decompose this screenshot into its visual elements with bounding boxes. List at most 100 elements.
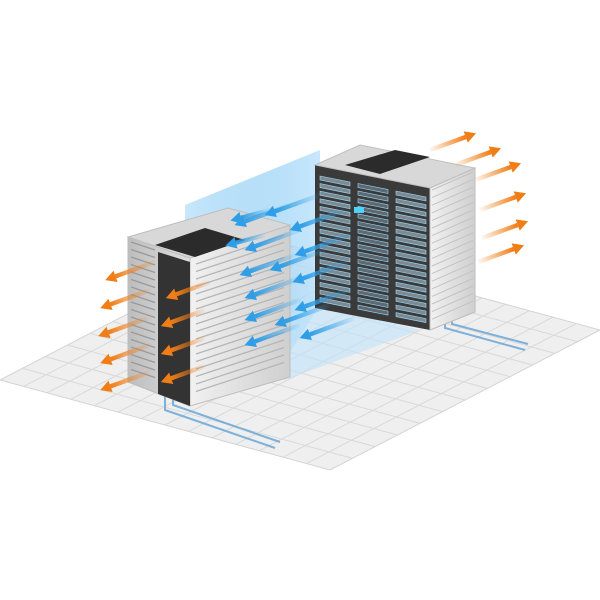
server-vent bbox=[130, 338, 156, 349]
server-unit-line bbox=[195, 354, 285, 385]
server-vent bbox=[130, 361, 156, 371]
server-unit-line bbox=[195, 249, 285, 280]
cold-air-arrow-icon bbox=[294, 287, 351, 313]
cold-air-arrow-icon bbox=[239, 252, 296, 278]
server-unit bbox=[357, 266, 389, 278]
hot-air-arrow-icon bbox=[160, 363, 206, 384]
server-unit bbox=[395, 266, 427, 278]
server-unit-line bbox=[195, 316, 285, 348]
server-unit-line bbox=[431, 285, 474, 305]
hot-air-arrow-icon bbox=[477, 243, 525, 265]
server-unit-line bbox=[431, 232, 474, 252]
in-row-cooling-unit-top bbox=[155, 228, 245, 257]
server-unit bbox=[357, 183, 389, 194]
server-unit-line bbox=[431, 179, 474, 199]
server-unit bbox=[395, 213, 427, 225]
server-unit-line bbox=[431, 262, 474, 282]
server-vent bbox=[130, 271, 156, 281]
floor-grid-line bbox=[22, 367, 353, 459]
server-unit-line bbox=[431, 247, 474, 267]
server-unit bbox=[319, 221, 351, 232]
cold-air-arrow-icon bbox=[244, 227, 301, 253]
hot-air-arrow-icon bbox=[454, 146, 502, 168]
server-unit bbox=[319, 190, 351, 202]
server-unit-line bbox=[431, 171, 474, 191]
server-unit-line bbox=[195, 324, 285, 355]
server-vent bbox=[130, 353, 156, 364]
server-vent bbox=[130, 278, 156, 289]
server-unit bbox=[357, 274, 389, 286]
server-unit-line bbox=[195, 361, 285, 393]
server-unit bbox=[395, 243, 427, 255]
cold-air-arrow-icon bbox=[230, 207, 271, 224]
hot-air-arrow-icon bbox=[160, 335, 206, 356]
server-unit bbox=[357, 221, 389, 232]
hot-air-arrow-icon bbox=[98, 315, 149, 339]
server-unit bbox=[357, 297, 389, 308]
server-unit bbox=[395, 205, 427, 217]
server-unit bbox=[357, 259, 389, 270]
server-unit bbox=[395, 289, 427, 301]
in-row-cooling-unit bbox=[158, 252, 190, 406]
server-unit bbox=[395, 312, 427, 323]
server-unit bbox=[357, 228, 389, 240]
server-vent bbox=[130, 308, 156, 319]
status-led bbox=[354, 207, 364, 213]
cold-air-arrow-icon bbox=[292, 259, 349, 285]
server-unit bbox=[395, 281, 427, 293]
server-unit bbox=[357, 236, 389, 248]
server-unit-line bbox=[195, 301, 285, 333]
server-unit bbox=[357, 190, 389, 202]
hot-air-arrow-icon bbox=[100, 369, 151, 393]
floor-grid-line bbox=[44, 356, 376, 448]
server-vent bbox=[130, 323, 156, 334]
hot-air-arrow-icon bbox=[481, 219, 529, 241]
hot-air-arrow-icon bbox=[100, 342, 151, 366]
server-unit bbox=[395, 221, 427, 232]
server-unit-line bbox=[431, 224, 474, 244]
server-unit-line bbox=[195, 309, 285, 340]
server-unit-line bbox=[431, 209, 474, 229]
server-unit-line bbox=[195, 271, 285, 303]
server-unit bbox=[395, 190, 427, 202]
cold-air-arrow-icon bbox=[244, 322, 301, 348]
rack-row-left bbox=[126, 207, 292, 407]
server-unit-line bbox=[195, 286, 285, 318]
hot-air-arrow-icon bbox=[479, 191, 527, 213]
server-unit-line bbox=[431, 186, 474, 206]
server-unit bbox=[357, 198, 389, 210]
server-unit bbox=[395, 198, 427, 209]
hot-air-arrow-icon bbox=[100, 287, 151, 311]
server-unit-line bbox=[431, 293, 474, 313]
cold-air-arrow-icon bbox=[269, 247, 326, 273]
server-unit bbox=[395, 274, 427, 285]
server-unit-line bbox=[195, 264, 285, 295]
server-unit bbox=[357, 243, 389, 255]
server-unit bbox=[357, 213, 389, 225]
server-unit-line bbox=[195, 346, 285, 378]
server-vent bbox=[130, 331, 156, 341]
server-unit-line bbox=[431, 270, 474, 290]
hot-air-arrow-icon bbox=[165, 279, 211, 300]
server-unit bbox=[319, 282, 351, 293]
server-unit bbox=[395, 259, 427, 270]
server-unit-line bbox=[195, 339, 285, 370]
server-unit-line bbox=[431, 277, 474, 297]
hot-air-arrow-icon bbox=[429, 131, 477, 153]
server-unit bbox=[319, 251, 351, 263]
cold-air-arrow-icon bbox=[274, 302, 331, 328]
server-vent bbox=[130, 248, 156, 259]
cold-air-arrow-icon bbox=[294, 232, 351, 258]
server-unit bbox=[395, 236, 427, 247]
server-unit bbox=[395, 228, 427, 240]
server-unit-line bbox=[195, 241, 285, 273]
hot-air-arrow-icon bbox=[105, 259, 156, 283]
server-unit-line bbox=[195, 279, 285, 310]
cold-air-arrow-icon bbox=[244, 297, 301, 323]
cold-air-arrow-icon bbox=[289, 207, 346, 233]
server-unit-line bbox=[431, 194, 474, 214]
server-unit bbox=[395, 304, 427, 316]
server-vent bbox=[130, 301, 156, 311]
